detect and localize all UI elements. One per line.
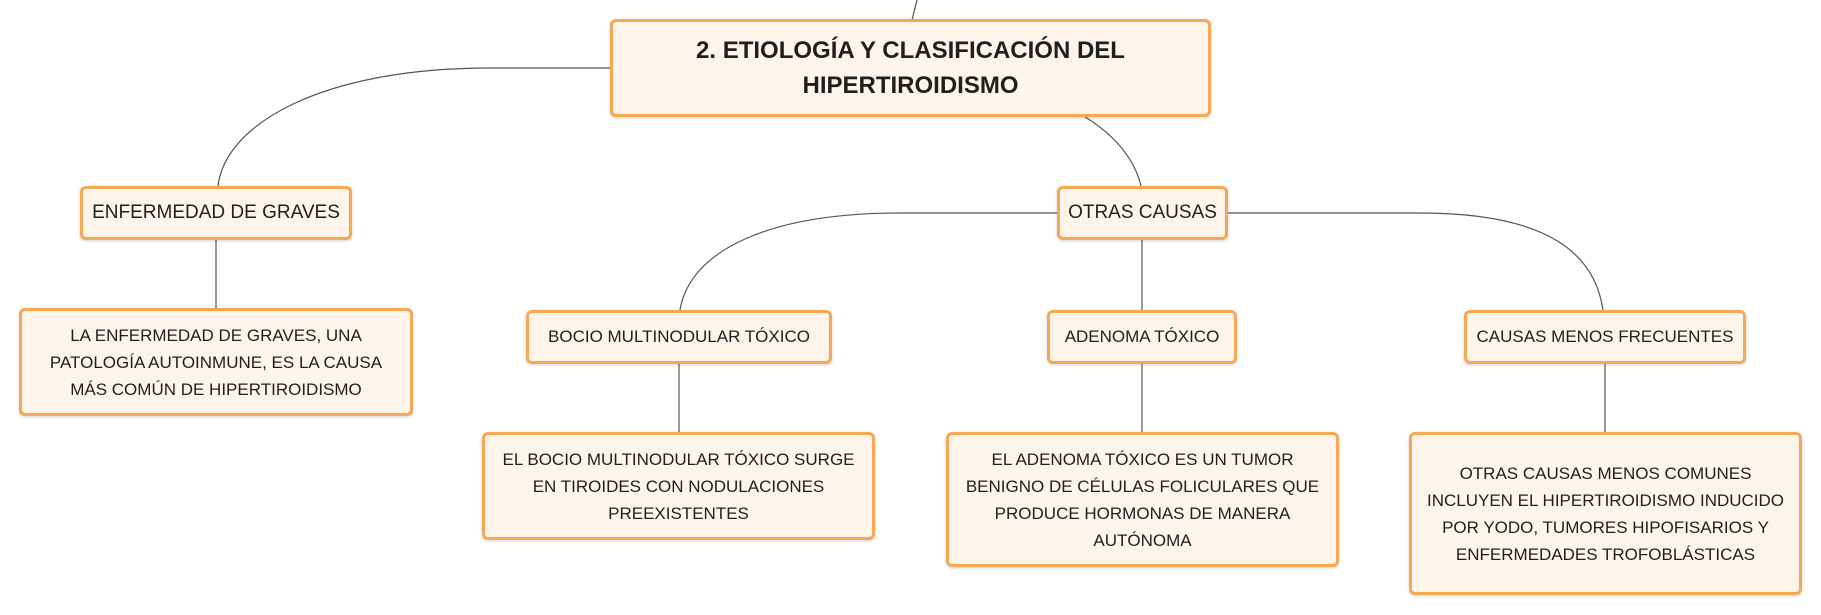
topic-causas-menos-frecuentes[interactable]: CAUSAS MENOS FRECUENTES — [1464, 310, 1746, 364]
description-adenoma-toxico[interactable]: EL ADENOMA TÓXICO ES UN TUMOR BENIGNO DE… — [946, 432, 1339, 567]
connector-root-to-otras-causas — [1084, 116, 1142, 187]
topic-enfermedad-de-graves[interactable]: ENFERMEDAD DE GRAVES — [80, 186, 352, 240]
connector-root-to-graves — [217, 67, 610, 187]
description-bocio-multinodular-toxico[interactable]: EL BOCIO MULTINODULAR TÓXICO SURGE EN TI… — [482, 432, 875, 540]
description-enfermedad-de-graves-text: LA ENFERMEDAD DE GRAVES, UNA PATOLOGÍA A… — [49, 325, 383, 399]
topic-otras-causas-label: OTRAS CAUSAS — [1068, 202, 1217, 223]
topic-enfermedad-de-graves-label: ENFERMEDAD DE GRAVES — [92, 202, 340, 223]
root-topic-label: 2. ETIOLOGÍA Y CLASIFICACIÓN DEL HIPERTI… — [696, 37, 1125, 99]
connector-otras-to-bocio — [679, 212, 1057, 311]
description-causas-menos-frecuentes[interactable]: OTRAS CAUSAS MENOS COMUNES INCLUYEN EL H… — [1409, 432, 1802, 595]
description-adenoma-toxico-text: EL ADENOMA TÓXICO ES UN TUMOR BENIGNO DE… — [965, 449, 1320, 550]
topic-otras-causas[interactable]: OTRAS CAUSAS — [1057, 186, 1228, 240]
topic-bocio-multinodular-toxico[interactable]: BOCIO MULTINODULAR TÓXICO — [526, 310, 832, 364]
topic-causas-menos-frecuentes-label: CAUSAS MENOS FRECUENTES — [1476, 327, 1734, 346]
description-enfermedad-de-graves[interactable]: LA ENFERMEDAD DE GRAVES, UNA PATOLOGÍA A… — [19, 308, 413, 416]
root-topic[interactable]: 2. ETIOLOGÍA Y CLASIFICACIÓN DEL HIPERTI… — [610, 19, 1211, 117]
topic-bocio-multinodular-toxico-label: BOCIO MULTINODULAR TÓXICO — [548, 327, 810, 346]
connector-otras-to-menos-frecuentes — [1228, 212, 1604, 311]
topic-adenoma-toxico[interactable]: ADENOMA TÓXICO — [1047, 310, 1237, 364]
description-causas-menos-frecuentes-text: OTRAS CAUSAS MENOS COMUNES INCLUYEN EL H… — [1426, 463, 1785, 564]
description-bocio-multinodular-toxico-text: EL BOCIO MULTINODULAR TÓXICO SURGE EN TI… — [502, 449, 855, 523]
connector-root-parent — [911, 0, 918, 21]
topic-adenoma-toxico-label: ADENOMA TÓXICO — [1064, 327, 1220, 346]
